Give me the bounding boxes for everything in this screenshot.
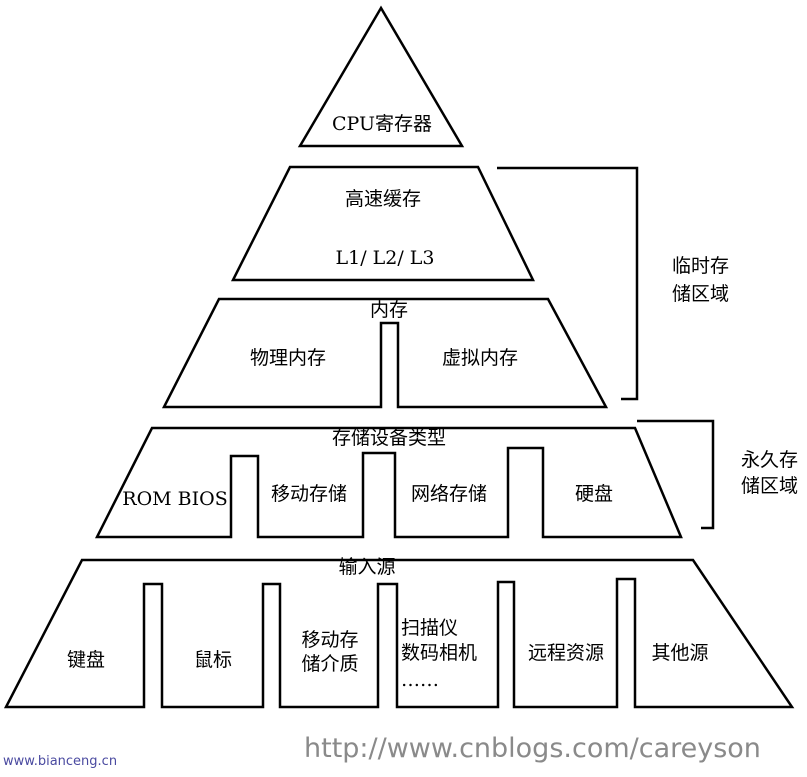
remote-resources-label: 远程资源	[528, 642, 604, 664]
mobile-storage-label: 移动存储	[271, 483, 347, 505]
memory-title: 内存	[370, 299, 408, 321]
mobile-media-label-line1: 移动存	[301, 629, 358, 651]
temporary-storage-label-line2: 储区域	[672, 283, 729, 305]
temporary-storage-label-line1: 临时存	[672, 255, 729, 277]
cache-title: 高速缓存	[345, 188, 421, 210]
scanner-label-line3: ……	[401, 669, 439, 691]
cpu-register-label: CPU寄存器	[332, 113, 432, 135]
input-source-tier	[3, 558, 795, 709]
other-sources-label: 其他源	[651, 642, 708, 664]
virtual-memory-label: 虚拟内存	[442, 347, 518, 369]
physical-memory-label: 物理内存	[250, 347, 326, 369]
storage-device-title: 存储设备类型	[332, 427, 446, 449]
permanent-storage-bracket	[637, 419, 715, 530]
memory-tier	[161, 297, 609, 409]
cache-tier	[230, 165, 535, 282]
keyboard-label: 键盘	[67, 649, 105, 671]
rom-bios-label: ROM BIOS	[122, 488, 227, 510]
temporary-storage-bracket	[497, 166, 639, 401]
scanner-label-line1: 扫描仪	[401, 617, 458, 639]
cpu-register-tier	[297, 5, 465, 148]
mouse-label: 鼠标	[194, 649, 232, 671]
hard-disk-label: 硬盘	[575, 483, 613, 505]
network-storage-label: 网络存储	[411, 483, 487, 505]
storage-device-tier	[94, 426, 683, 539]
mobile-media-label-line2: 储介质	[301, 653, 358, 675]
permanent-storage-label-line1: 永久存	[741, 449, 798, 471]
left-watermark: www.bianceng.cn	[3, 754, 117, 769]
input-source-title: 输入源	[338, 556, 395, 578]
scanner-label-line2: 数码相机	[401, 642, 477, 664]
right-watermark: http://www.cnblogs.com/careyson	[304, 733, 761, 764]
permanent-storage-label-line2: 储区域	[741, 475, 798, 497]
cache-levels-label: L1/ L2/ L3	[336, 247, 435, 269]
